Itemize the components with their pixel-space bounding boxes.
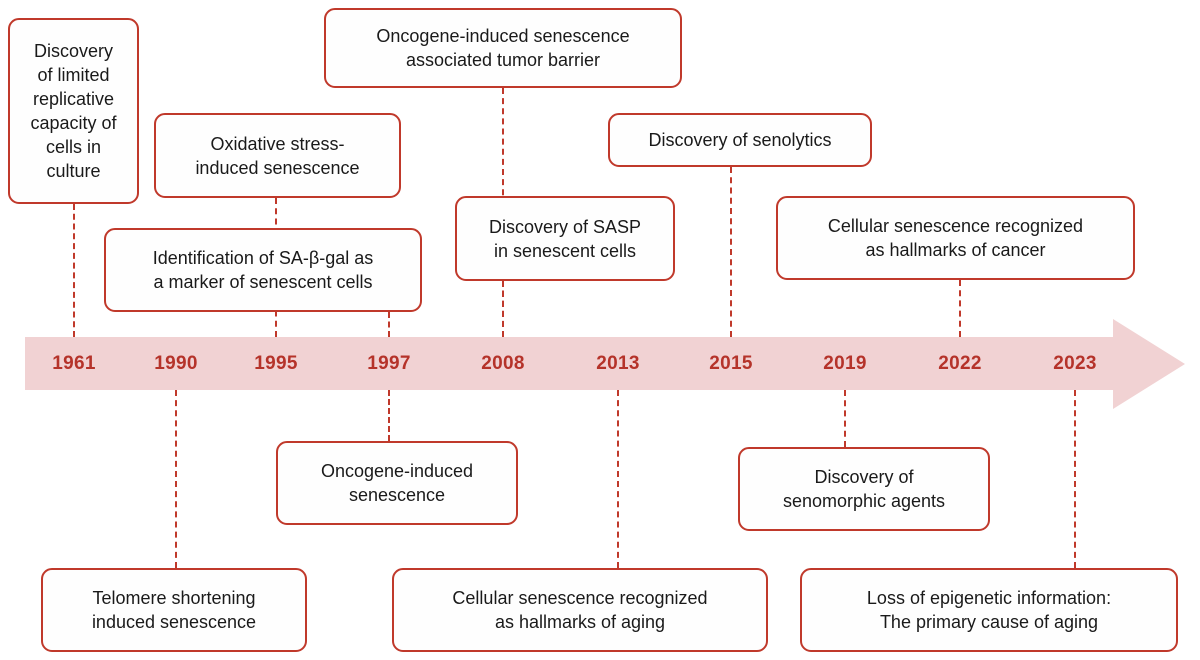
timeline-year-2008: 2008 xyxy=(481,353,525,374)
event-label-limited-replicative-capacity: Discovery of limited replicative capacit… xyxy=(30,41,117,181)
event-label-oxidative-stress-induced-senescence: Oxidative stress- induced senescence xyxy=(195,133,360,178)
connector-hallmarks-of-aging xyxy=(617,390,619,568)
connector-telomere-shortening-induced-senescence xyxy=(175,390,177,568)
timeline-year-1995: 1995 xyxy=(254,353,298,374)
event-box-discovery-of-senomorphic-agents[interactable]: Discovery of senomorphic agents xyxy=(738,447,990,531)
event-box-sa-beta-gal-marker[interactable]: Identification of SA-β-gal as a marker o… xyxy=(104,228,422,312)
connector-hallmarks-of-cancer xyxy=(959,280,961,337)
event-box-hallmarks-of-cancer[interactable]: Cellular senescence recognized as hallma… xyxy=(776,196,1135,280)
event-label-oncogene-induced-senescence: Oncogene-induced senescence xyxy=(320,461,474,505)
timeline-year-1961: 1961 xyxy=(52,353,96,374)
timeline-axis-bar xyxy=(25,337,1115,390)
timeline-year-2022: 2022 xyxy=(938,353,982,374)
timeline-year-1997: 1997 xyxy=(367,353,411,374)
event-label-ois-tumor-barrier: Oncogene-induced senescence associated t… xyxy=(376,26,630,70)
event-box-discovery-of-sasp[interactable]: Discovery of SASP in senescent cells xyxy=(455,196,675,281)
event-box-discovery-of-senolytics[interactable]: Discovery of senolytics xyxy=(608,113,872,167)
event-label-discovery-of-senomorphic-agents: Discovery of senomorphic agents xyxy=(782,467,946,511)
timeline-year-2019: 2019 xyxy=(823,353,867,374)
event-label-discovery-of-senolytics: Discovery of senolytics xyxy=(648,130,832,150)
event-box-oncogene-induced-senescence[interactable]: Oncogene-induced senescence xyxy=(276,441,518,525)
event-label-sa-beta-gal-marker: Identification of SA-β-gal as a marker o… xyxy=(152,248,374,292)
event-label-hallmarks-of-aging: Cellular senescence recognized as hallma… xyxy=(452,588,708,632)
connector-discovery-of-sasp xyxy=(502,281,504,337)
event-box-ois-tumor-barrier[interactable]: Oncogene-induced senescence associated t… xyxy=(324,8,682,88)
event-box-limited-replicative-capacity[interactable]: Discovery of limited replicative capacit… xyxy=(8,18,139,204)
event-box-loss-of-epigenetic-information[interactable]: Loss of epigenetic information: The prim… xyxy=(800,568,1178,652)
connector-limited-replicative-capacity xyxy=(73,204,75,337)
timeline-year-2015: 2015 xyxy=(709,353,753,374)
event-label-hallmarks-of-cancer: Cellular senescence recognized as hallma… xyxy=(827,216,1084,260)
event-label-discovery-of-sasp: Discovery of SASP in senescent cells xyxy=(488,216,642,261)
connector-oncogene-induced-senescence xyxy=(388,390,390,441)
event-box-telomere-shortening-induced-senescence[interactable]: Telomere shortening induced senescence xyxy=(41,568,307,652)
timeline-year-1990: 1990 xyxy=(154,353,198,374)
timeline-year-2013: 2013 xyxy=(596,353,640,374)
connector-discovery-of-senolytics xyxy=(730,167,732,337)
connector-sa-beta-gal-marker xyxy=(388,312,390,337)
event-label-telomere-shortening-induced-senescence: Telomere shortening induced senescence xyxy=(91,588,257,632)
connector-loss-of-epigenetic-information xyxy=(1074,390,1076,568)
timeline-arrowhead-icon xyxy=(1113,319,1185,409)
event-box-hallmarks-of-aging[interactable]: Cellular senescence recognized as hallma… xyxy=(392,568,768,652)
connector-discovery-of-senomorphic-agents xyxy=(844,390,846,447)
event-box-oxidative-stress-induced-senescence[interactable]: Oxidative stress- induced senescence xyxy=(154,113,401,198)
timeline-year-2023: 2023 xyxy=(1053,353,1097,374)
event-label-loss-of-epigenetic-information: Loss of epigenetic information: The prim… xyxy=(866,588,1112,632)
